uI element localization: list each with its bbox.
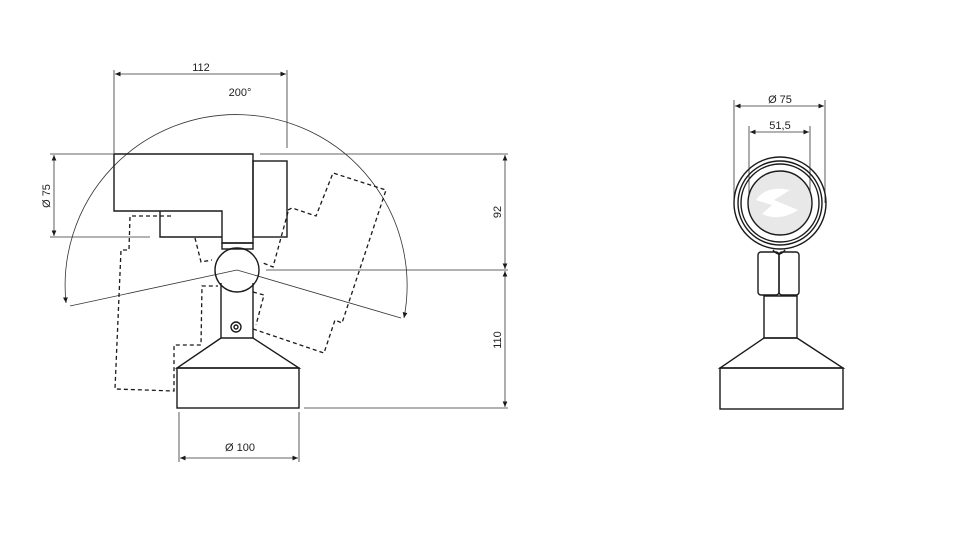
screw-icon — [230, 321, 242, 333]
dim-angle-label: 200° — [229, 87, 252, 99]
rotated-neck-right-dashed — [262, 211, 289, 268]
head-inner-ring — [740, 163, 820, 243]
clamp-joint — [772, 249, 786, 255]
base-cone — [174, 337, 302, 369]
dim-lens-diameter-label: 51,5 — [769, 120, 790, 132]
dim-head-diameter-label: Ø 75 — [41, 184, 53, 208]
dim-base-height-label: 110 — [492, 331, 504, 349]
stem — [763, 295, 798, 339]
head-ring — [737, 160, 823, 246]
front-view: Ø 75 51,5 — [717, 94, 846, 410]
side-view: 112 200° Ø 75 92 110 Ø 100 — [41, 62, 508, 462]
screw-inner — [233, 324, 239, 330]
rotated-neck-left-dashed — [194, 237, 213, 263]
rotation-limit-right — [236, 269, 402, 319]
base-cone — [717, 337, 846, 369]
lamp-head-front — [252, 160, 288, 238]
dim-outer-diameter-label: Ø 75 — [768, 94, 792, 106]
dim-base-diameter-label: Ø 100 — [225, 442, 255, 454]
pivot-ball — [214, 247, 260, 293]
dim-width-label: 112 — [192, 62, 210, 74]
head-outer-ring — [733, 156, 827, 250]
rotated-head-left-dashed — [114, 215, 218, 392]
dim-head-height-label: 92 — [492, 206, 504, 218]
lens-reflection — [756, 188, 798, 218]
lamp-head — [113, 153, 254, 244]
stem — [220, 283, 254, 338]
rotation-limit-left — [69, 269, 238, 307]
rotation-arc — [63, 114, 408, 319]
rotated-head-right-dashed — [252, 172, 387, 354]
base — [719, 367, 844, 410]
base — [176, 367, 300, 409]
clamp-right — [778, 251, 800, 296]
rotated-neck-right2-dashed — [252, 291, 265, 326]
clamp-left — [757, 251, 780, 296]
neck-ring — [221, 242, 254, 250]
